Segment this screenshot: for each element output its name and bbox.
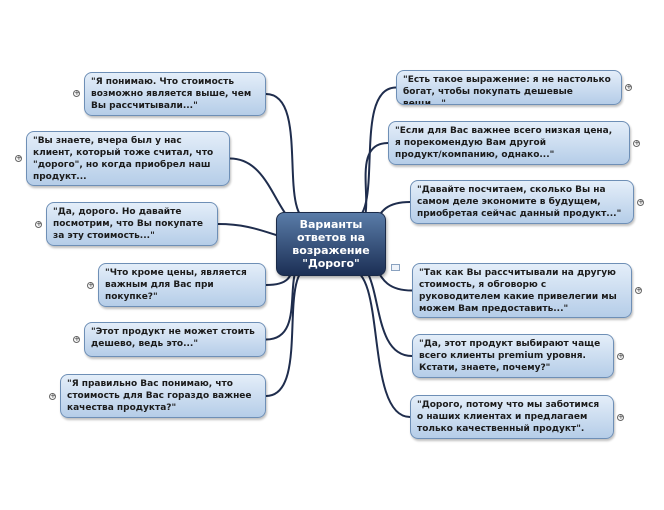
expand-icon[interactable]: +: [617, 352, 624, 360]
topic-right-3[interactable]: "Давайте посчитаем, сколько Вы на самом …: [410, 180, 634, 224]
topic-text: "Так как Вы рассчитывали на другую стоим…: [419, 268, 617, 314]
topic-text: "Есть такое выражение: я не настолько бо…: [403, 75, 611, 105]
connector-line: [350, 268, 411, 418]
expand-icon[interactable]: +: [35, 220, 42, 228]
expand-icon[interactable]: +: [625, 83, 632, 91]
topic-left-3[interactable]: "Да, дорого. Но давайте посмотрим, что В…: [46, 202, 218, 246]
topic-right-2[interactable]: "Если для Вас важнее всего низкая цена, …: [388, 121, 630, 165]
topic-text: "Вы знаете, вчера был у нас клиент, кото…: [33, 136, 214, 182]
topic-left-6[interactable]: "Я правильно Вас понимаю, что стоимость …: [60, 374, 266, 418]
expand-icon[interactable]: +: [73, 335, 80, 343]
topic-text: "Этот продукт не может стоить дешево, ве…: [91, 327, 255, 349]
topic-text: "Я правильно Вас понимаю, что стоимость …: [67, 379, 252, 413]
topic-text: "Давайте посчитаем, сколько Вы на самом …: [417, 185, 622, 219]
topic-right-6[interactable]: "Дорого, потому что мы заботимся о наших…: [410, 395, 614, 439]
topic-left-4[interactable]: "Что кроме цены, является важным для Вас…: [98, 263, 266, 307]
topic-right-4[interactable]: "Так как Вы рассчитывали на другую стоим…: [412, 263, 632, 318]
topic-text: "Да, дорого. Но давайте посмотрим, что В…: [53, 207, 203, 241]
topic-text: "Дорого, потому что мы заботимся о наших…: [417, 400, 600, 434]
topic-right-1[interactable]: "Есть такое выражение: я не настолько бо…: [396, 70, 622, 105]
topic-text: "Я понимаю. Что стоимость возможно являе…: [91, 77, 252, 111]
expand-icon[interactable]: +: [633, 139, 640, 147]
connector-line: [265, 93, 312, 223]
topic-text: "Если для Вас важнее всего низкая цена, …: [395, 126, 613, 160]
connector-line: [265, 265, 312, 397]
expand-icon[interactable]: +: [73, 89, 80, 97]
note-icon: [391, 264, 400, 271]
expand-icon[interactable]: +: [637, 198, 644, 206]
expand-icon[interactable]: +: [49, 392, 56, 400]
topic-left-5[interactable]: "Этот продукт не может стоить дешево, ве…: [84, 322, 266, 357]
topic-left-2[interactable]: "Вы знаете, вчера был у нас клиент, кото…: [26, 131, 230, 186]
expand-icon[interactable]: +: [617, 413, 624, 421]
topic-text: "Да, этот продукт выбирают чаще всего кл…: [419, 339, 601, 373]
expand-icon[interactable]: +: [635, 286, 642, 294]
expand-icon[interactable]: +: [15, 154, 22, 162]
expand-icon[interactable]: +: [87, 281, 94, 289]
topic-left-1[interactable]: "Я понимаю. Что стоимость возможно являе…: [84, 72, 266, 116]
topic-text: "Что кроме цены, является важным для Вас…: [105, 268, 247, 302]
topic-right-5[interactable]: "Да, этот продукт выбирают чаще всего кл…: [412, 334, 614, 378]
central-topic[interactable]: Варианты ответов на возражение "Дорого": [276, 212, 386, 276]
